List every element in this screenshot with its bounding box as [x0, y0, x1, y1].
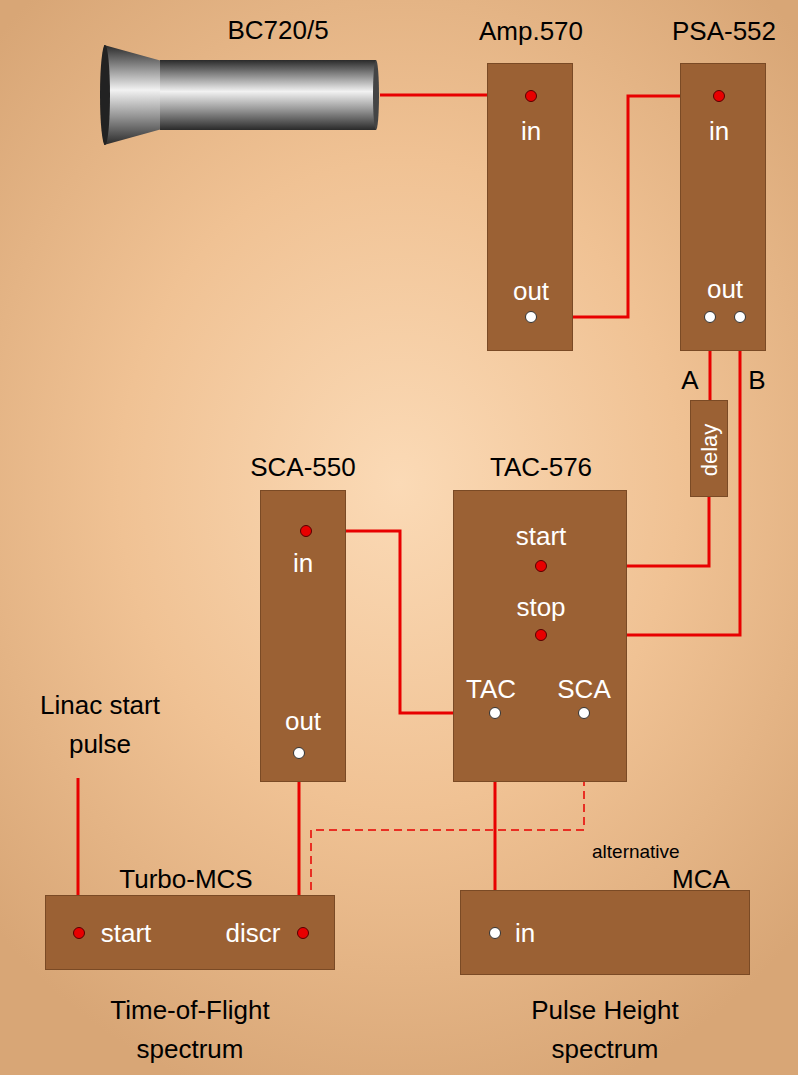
pin-label: out — [707, 276, 743, 302]
pin-label: stop — [516, 594, 565, 620]
pin: start — [73, 920, 151, 946]
pin: out — [285, 708, 321, 759]
module-box: SCA-550inout — [260, 490, 346, 782]
output-terminal — [734, 311, 746, 323]
module-title: BC720/5 — [227, 17, 328, 43]
output-terminal — [704, 311, 716, 323]
pin: out — [513, 278, 549, 323]
pin: start — [516, 523, 567, 572]
input-terminal — [73, 927, 85, 939]
module-title: PSA-552 — [672, 18, 776, 44]
pin-label: in — [709, 118, 729, 144]
pin: in — [709, 90, 729, 144]
pin-label: out — [513, 278, 549, 304]
pin: stop — [516, 594, 565, 641]
output-terminal — [489, 707, 501, 719]
note: Linac start pulse — [15, 686, 185, 764]
delay-label: delay — [699, 423, 721, 476]
module-title: SCA-550 — [250, 454, 356, 480]
input-terminal — [297, 927, 309, 939]
input-terminal — [713, 90, 725, 102]
pin-label: out — [285, 708, 321, 734]
module-box: Amp.570inout — [487, 63, 573, 351]
pin: in — [293, 525, 313, 576]
output-terminal — [489, 927, 501, 939]
output-terminal — [525, 311, 537, 323]
output-terminal — [578, 707, 590, 719]
pin-label: in — [293, 550, 313, 576]
module-title: Amp.570 — [479, 18, 583, 44]
pin-label: SCA — [557, 676, 610, 702]
pin-label: TAC — [466, 676, 516, 702]
module-box: TAC-576startstopTACSCA — [453, 490, 627, 782]
edge-label: alternative — [592, 838, 680, 867]
module-box: MCAin — [460, 890, 750, 975]
signal-name: B — [742, 361, 772, 400]
module-title: Turbo-MCS — [119, 866, 252, 892]
pin-label: start — [101, 920, 152, 946]
pin: TAC — [466, 676, 516, 719]
pin-label: start — [516, 523, 567, 549]
pin: discr — [226, 920, 309, 946]
input-terminal — [535, 629, 547, 641]
input-terminal — [535, 560, 547, 572]
module-title: MCA — [672, 866, 730, 892]
delay-box: delay — [690, 400, 728, 497]
module-title: TAC-576 — [490, 454, 592, 480]
pin: out — [704, 276, 746, 323]
input-terminal — [525, 90, 537, 102]
pin-label: discr — [226, 920, 281, 946]
pin-label: in — [515, 920, 535, 946]
signal-name: A — [675, 361, 705, 400]
note: Pulse Height spectrum — [505, 991, 705, 1069]
pin-label: in — [521, 118, 541, 144]
output-terminal — [293, 747, 305, 759]
pin: SCA — [557, 676, 610, 719]
note: Time-of-Flight spectrum — [75, 991, 305, 1069]
pin: in — [489, 920, 535, 946]
module-box: PSA-552inout — [680, 63, 766, 351]
input-terminal — [300, 525, 312, 537]
scintillator-illustration — [100, 45, 380, 145]
pin: in — [521, 90, 541, 144]
module-box: Turbo-MCSstartdiscr — [45, 895, 335, 970]
detector: BC720/5 — [100, 45, 380, 145]
